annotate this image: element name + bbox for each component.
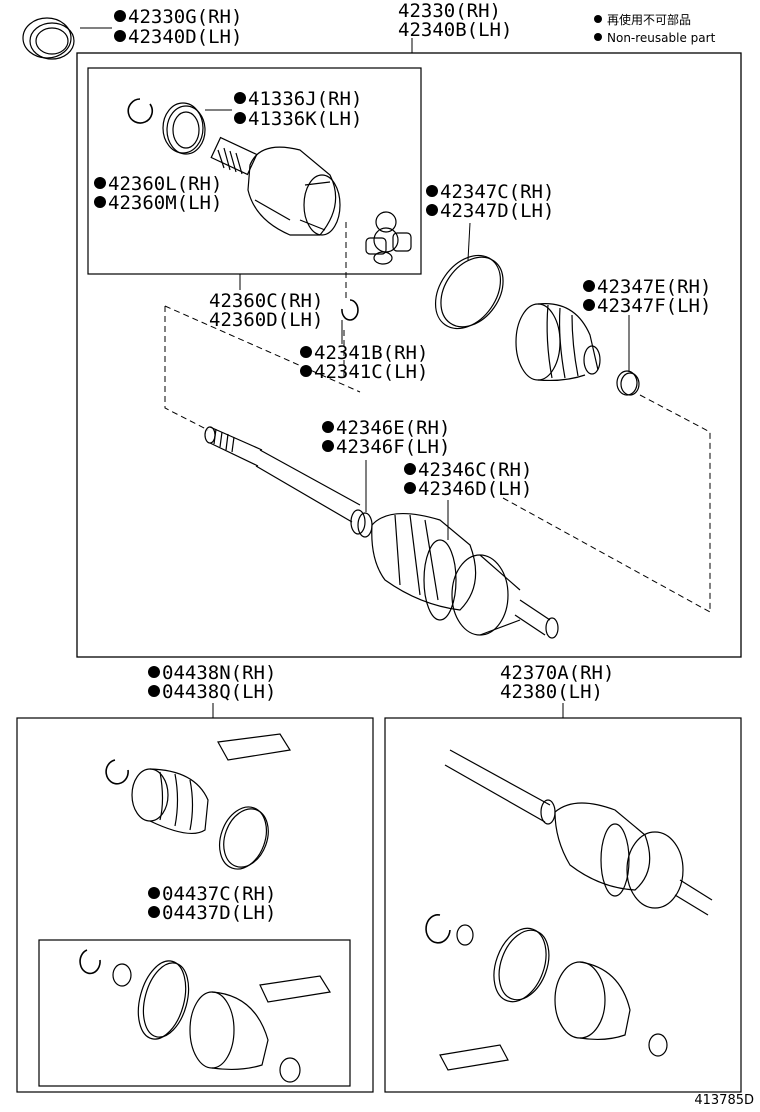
label-41336k: 41336K(LH)	[234, 110, 362, 129]
inboard-joint-housing	[210, 136, 341, 236]
band-42347c	[434, 254, 504, 330]
tripod-spider	[365, 211, 412, 265]
label-assembly-rh: 42330(RH)	[398, 0, 501, 22]
boot-kit-frame	[16, 717, 374, 1093]
drive-shaft-main	[204, 426, 559, 639]
label-42347d: 42347D(LH)	[426, 202, 554, 221]
leader-lines	[80, 27, 630, 718]
clamp-ring-41336	[162, 102, 206, 155]
label-04438n: 04438N(RH)	[148, 664, 276, 683]
snap-ring-42341b	[341, 299, 359, 321]
label-42380: 42380(LH)	[500, 681, 603, 703]
ring-42330g	[22, 17, 75, 60]
label-42360l: 42360L(RH)	[94, 175, 222, 194]
label-42360m: 42360M(LH)	[94, 194, 222, 213]
legend-en: Non-reusable part	[594, 30, 715, 46]
label-42360d: 42360D(LH)	[209, 309, 324, 331]
label-42346e: 42346E(RH)	[322, 419, 450, 438]
boot-42347e	[515, 302, 601, 382]
label-42347e: 42347E(RH)	[583, 278, 711, 297]
label-04438q: 04438Q(LH)	[148, 683, 276, 702]
assembly-guides	[164, 222, 711, 613]
label-assembly-lh: 42340B(LH)	[398, 19, 513, 41]
shaft-assembly-parts	[425, 749, 713, 1071]
shaft-assembly-frame	[384, 717, 742, 1093]
label-42346c: 42346C(RH)	[404, 461, 532, 480]
label-04437c: 04437C(RH)	[148, 885, 276, 904]
label-42341c: 42341C(LH)	[300, 363, 428, 382]
illustration-code: 413785D	[694, 1093, 754, 1108]
label-42347f: 42347F(LH)	[583, 297, 711, 316]
inboard-joint-frame	[87, 67, 422, 275]
ring-42347e	[616, 370, 640, 396]
snap-ring-small	[127, 98, 154, 124]
label-42360c: 42360C(RH)	[209, 290, 324, 312]
assembly-frame	[76, 52, 742, 658]
label-42347c: 42347C(RH)	[426, 183, 554, 202]
legend-zh: 再使用不可部品	[594, 12, 691, 28]
label-04437d: 04437D(LH)	[148, 904, 276, 923]
boot-kit-inner-frame	[38, 939, 351, 1087]
label-41336j: 41336J(RH)	[234, 90, 362, 109]
boot-kit-parts	[79, 733, 331, 1083]
label-42330g: 42330G(RH)	[114, 8, 242, 27]
label-42341b: 42341B(RH)	[300, 344, 428, 363]
label-42346f: 42346F(LH)	[322, 438, 450, 457]
label-42370a: 42370A(RH)	[500, 662, 615, 684]
label-42346d: 42346D(LH)	[404, 480, 532, 499]
label-42340d: 42340D(LH)	[114, 28, 242, 47]
